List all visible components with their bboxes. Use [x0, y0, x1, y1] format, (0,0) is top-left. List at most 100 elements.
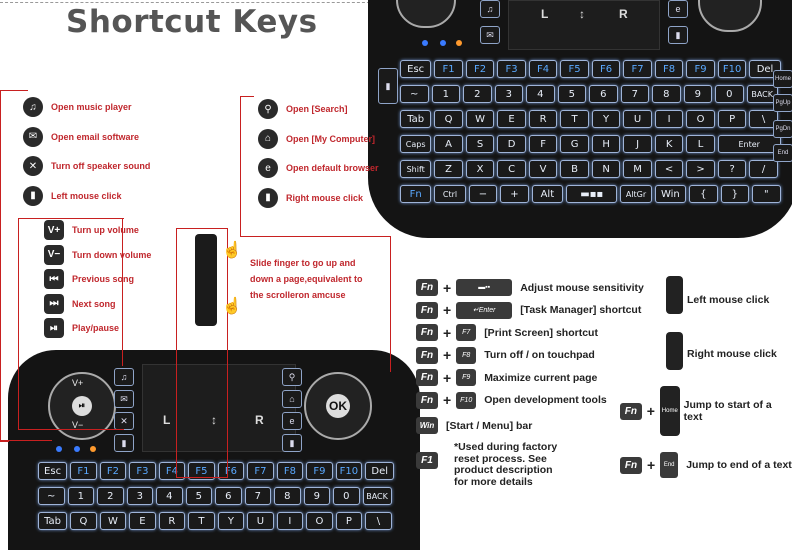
key-row2-1[interactable]: 1	[431, 85, 460, 103]
key-row3-8[interactable]: I	[276, 512, 304, 530]
key-row2-4[interactable]: 4	[526, 85, 555, 103]
side-mouse-left[interactable]: ▮	[378, 68, 398, 104]
key-row3-3[interactable]: E	[129, 512, 156, 530]
key-row1-11[interactable]: Del	[749, 60, 781, 78]
key-row1-0[interactable]: Esc	[38, 462, 68, 480]
key-row1-9[interactable]: F9	[686, 60, 715, 78]
key-row3-3[interactable]: E	[497, 110, 526, 128]
play-pause-center[interactable]: ⏯	[72, 396, 92, 416]
key-rmouse-bottom-icon[interactable]: ▮	[282, 434, 302, 452]
key-row2-9[interactable]: 9	[303, 487, 330, 505]
key-row1-6[interactable]: F6	[217, 462, 245, 480]
key-row1-5[interactable]: F5	[560, 60, 589, 78]
side-end-key[interactable]: End	[773, 144, 792, 162]
key-row1-8[interactable]: F8	[276, 462, 304, 480]
key-row5-10[interactable]: ?	[717, 160, 747, 178]
key-row2-8[interactable]: 8	[652, 85, 681, 103]
key-row1-5[interactable]: F5	[188, 462, 215, 480]
key-row2-10[interactable]: 0	[715, 85, 744, 103]
key-row1-11[interactable]: Del	[365, 462, 395, 480]
key-row4-9[interactable]: L	[686, 135, 715, 153]
key-row5-6[interactable]: N	[591, 160, 621, 178]
key-row4-8[interactable]: K	[654, 135, 684, 153]
key-row3-1[interactable]: Q	[434, 110, 463, 128]
key-row3-6[interactable]: Y	[217, 512, 245, 530]
key-home-bottom-icon[interactable]: ⌂	[282, 390, 302, 408]
ok-button[interactable]: OK	[326, 394, 350, 418]
key-row3-7[interactable]: U	[247, 512, 274, 530]
key-row2-0[interactable]: ~	[38, 487, 65, 505]
key-row5-4[interactable]: V	[528, 160, 558, 178]
key-row2-6[interactable]: 6	[215, 487, 242, 505]
arrow-dpad[interactable]: OK	[304, 372, 372, 440]
key-row1-2[interactable]: F2	[99, 462, 127, 480]
key-row6-9[interactable]: }	[720, 185, 750, 203]
key-mouse-bottom-icon[interactable]: ▮	[114, 434, 134, 452]
key-search-bottom-icon[interactable]: ⚲	[282, 368, 302, 386]
key-row5-1[interactable]: Z	[434, 160, 463, 178]
key-row6-0[interactable]: Fn	[400, 185, 432, 203]
key-music-bottom-icon[interactable]: ♫	[114, 368, 134, 386]
media-pad-top[interactable]	[396, 0, 456, 28]
key-row5-3[interactable]: C	[497, 160, 526, 178]
key-row1-0[interactable]: Esc	[400, 60, 432, 78]
media-dpad[interactable]: V+ V− ⏯	[48, 372, 116, 440]
key-row2-1[interactable]: 1	[67, 487, 94, 505]
key-row6-2[interactable]: −	[468, 185, 498, 203]
key-row2-7[interactable]: 7	[620, 85, 649, 103]
dpad-top[interactable]	[698, 0, 762, 32]
key-row3-9[interactable]: O	[306, 512, 333, 530]
key-row1-3[interactable]: F3	[129, 462, 156, 480]
key-row6-10[interactable]: "	[752, 185, 781, 203]
key-row6-5[interactable]: ▬▪▪	[566, 185, 618, 203]
key-row1-7[interactable]: F7	[623, 60, 652, 78]
key-row3-9[interactable]: O	[686, 110, 715, 128]
key-row3-2[interactable]: W	[99, 512, 127, 530]
key-row3-5[interactable]: T	[560, 110, 589, 128]
key-row5-7[interactable]: M	[623, 160, 652, 178]
key-row6-3[interactable]: +	[500, 185, 529, 203]
key-row5-8[interactable]: <	[654, 160, 684, 178]
key-row3-11[interactable]: \	[365, 512, 392, 530]
touchpad-bottom[interactable]: L ↕ R	[142, 364, 296, 452]
key-row4-3[interactable]: D	[497, 135, 526, 153]
key-row1-10[interactable]: F10	[335, 462, 363, 480]
key-row2-3[interactable]: 3	[494, 85, 523, 103]
key-row6-8[interactable]: {	[689, 185, 718, 203]
key-row2-11[interactable]: BACK	[362, 487, 392, 505]
key-row1-9[interactable]: F9	[306, 462, 333, 480]
key-row2-2[interactable]: 2	[97, 487, 124, 505]
key-row1-4[interactable]: F4	[158, 462, 186, 480]
key-row4-4[interactable]: F	[528, 135, 558, 153]
key-row1-7[interactable]: F7	[247, 462, 274, 480]
side-home-key[interactable]: Home	[773, 70, 792, 88]
key-row4-1[interactable]: A	[434, 135, 463, 153]
key-row4-7[interactable]: J	[623, 135, 652, 153]
key-row1-1[interactable]: F1	[70, 462, 97, 480]
key-row2-2[interactable]: 2	[463, 85, 492, 103]
key-row2-4[interactable]: 4	[156, 487, 183, 505]
key-row5-2[interactable]: X	[465, 160, 495, 178]
key-row2-10[interactable]: 0	[333, 487, 360, 505]
key-row2-8[interactable]: 8	[274, 487, 301, 505]
key-row1-1[interactable]: F1	[434, 60, 463, 78]
key-row3-5[interactable]: T	[188, 512, 215, 530]
key-row2-9[interactable]: 9	[683, 85, 712, 103]
key-browser-icon[interactable]: e	[668, 0, 688, 18]
key-row4-10[interactable]: Enter	[717, 135, 781, 153]
key-row2-0[interactable]: ~	[400, 85, 429, 103]
key-row2-6[interactable]: 6	[589, 85, 618, 103]
key-row3-4[interactable]: R	[158, 512, 186, 530]
key-row1-6[interactable]: F6	[591, 60, 621, 78]
key-row3-4[interactable]: R	[528, 110, 558, 128]
key-mail-icon[interactable]: ✉	[480, 26, 500, 44]
touchpad-top[interactable]: L ↕ R	[508, 0, 660, 50]
side-pgdn-key[interactable]: PgDn	[773, 120, 792, 138]
key-row3-0[interactable]: Tab	[38, 512, 68, 530]
key-row6-6[interactable]: AltGr	[620, 185, 652, 203]
key-row3-6[interactable]: Y	[591, 110, 621, 128]
key-row2-11[interactable]: BACK	[746, 85, 778, 103]
key-row3-11[interactable]: \	[749, 110, 778, 128]
key-row1-8[interactable]: F8	[654, 60, 684, 78]
key-row5-0[interactable]: Shift	[400, 160, 432, 178]
